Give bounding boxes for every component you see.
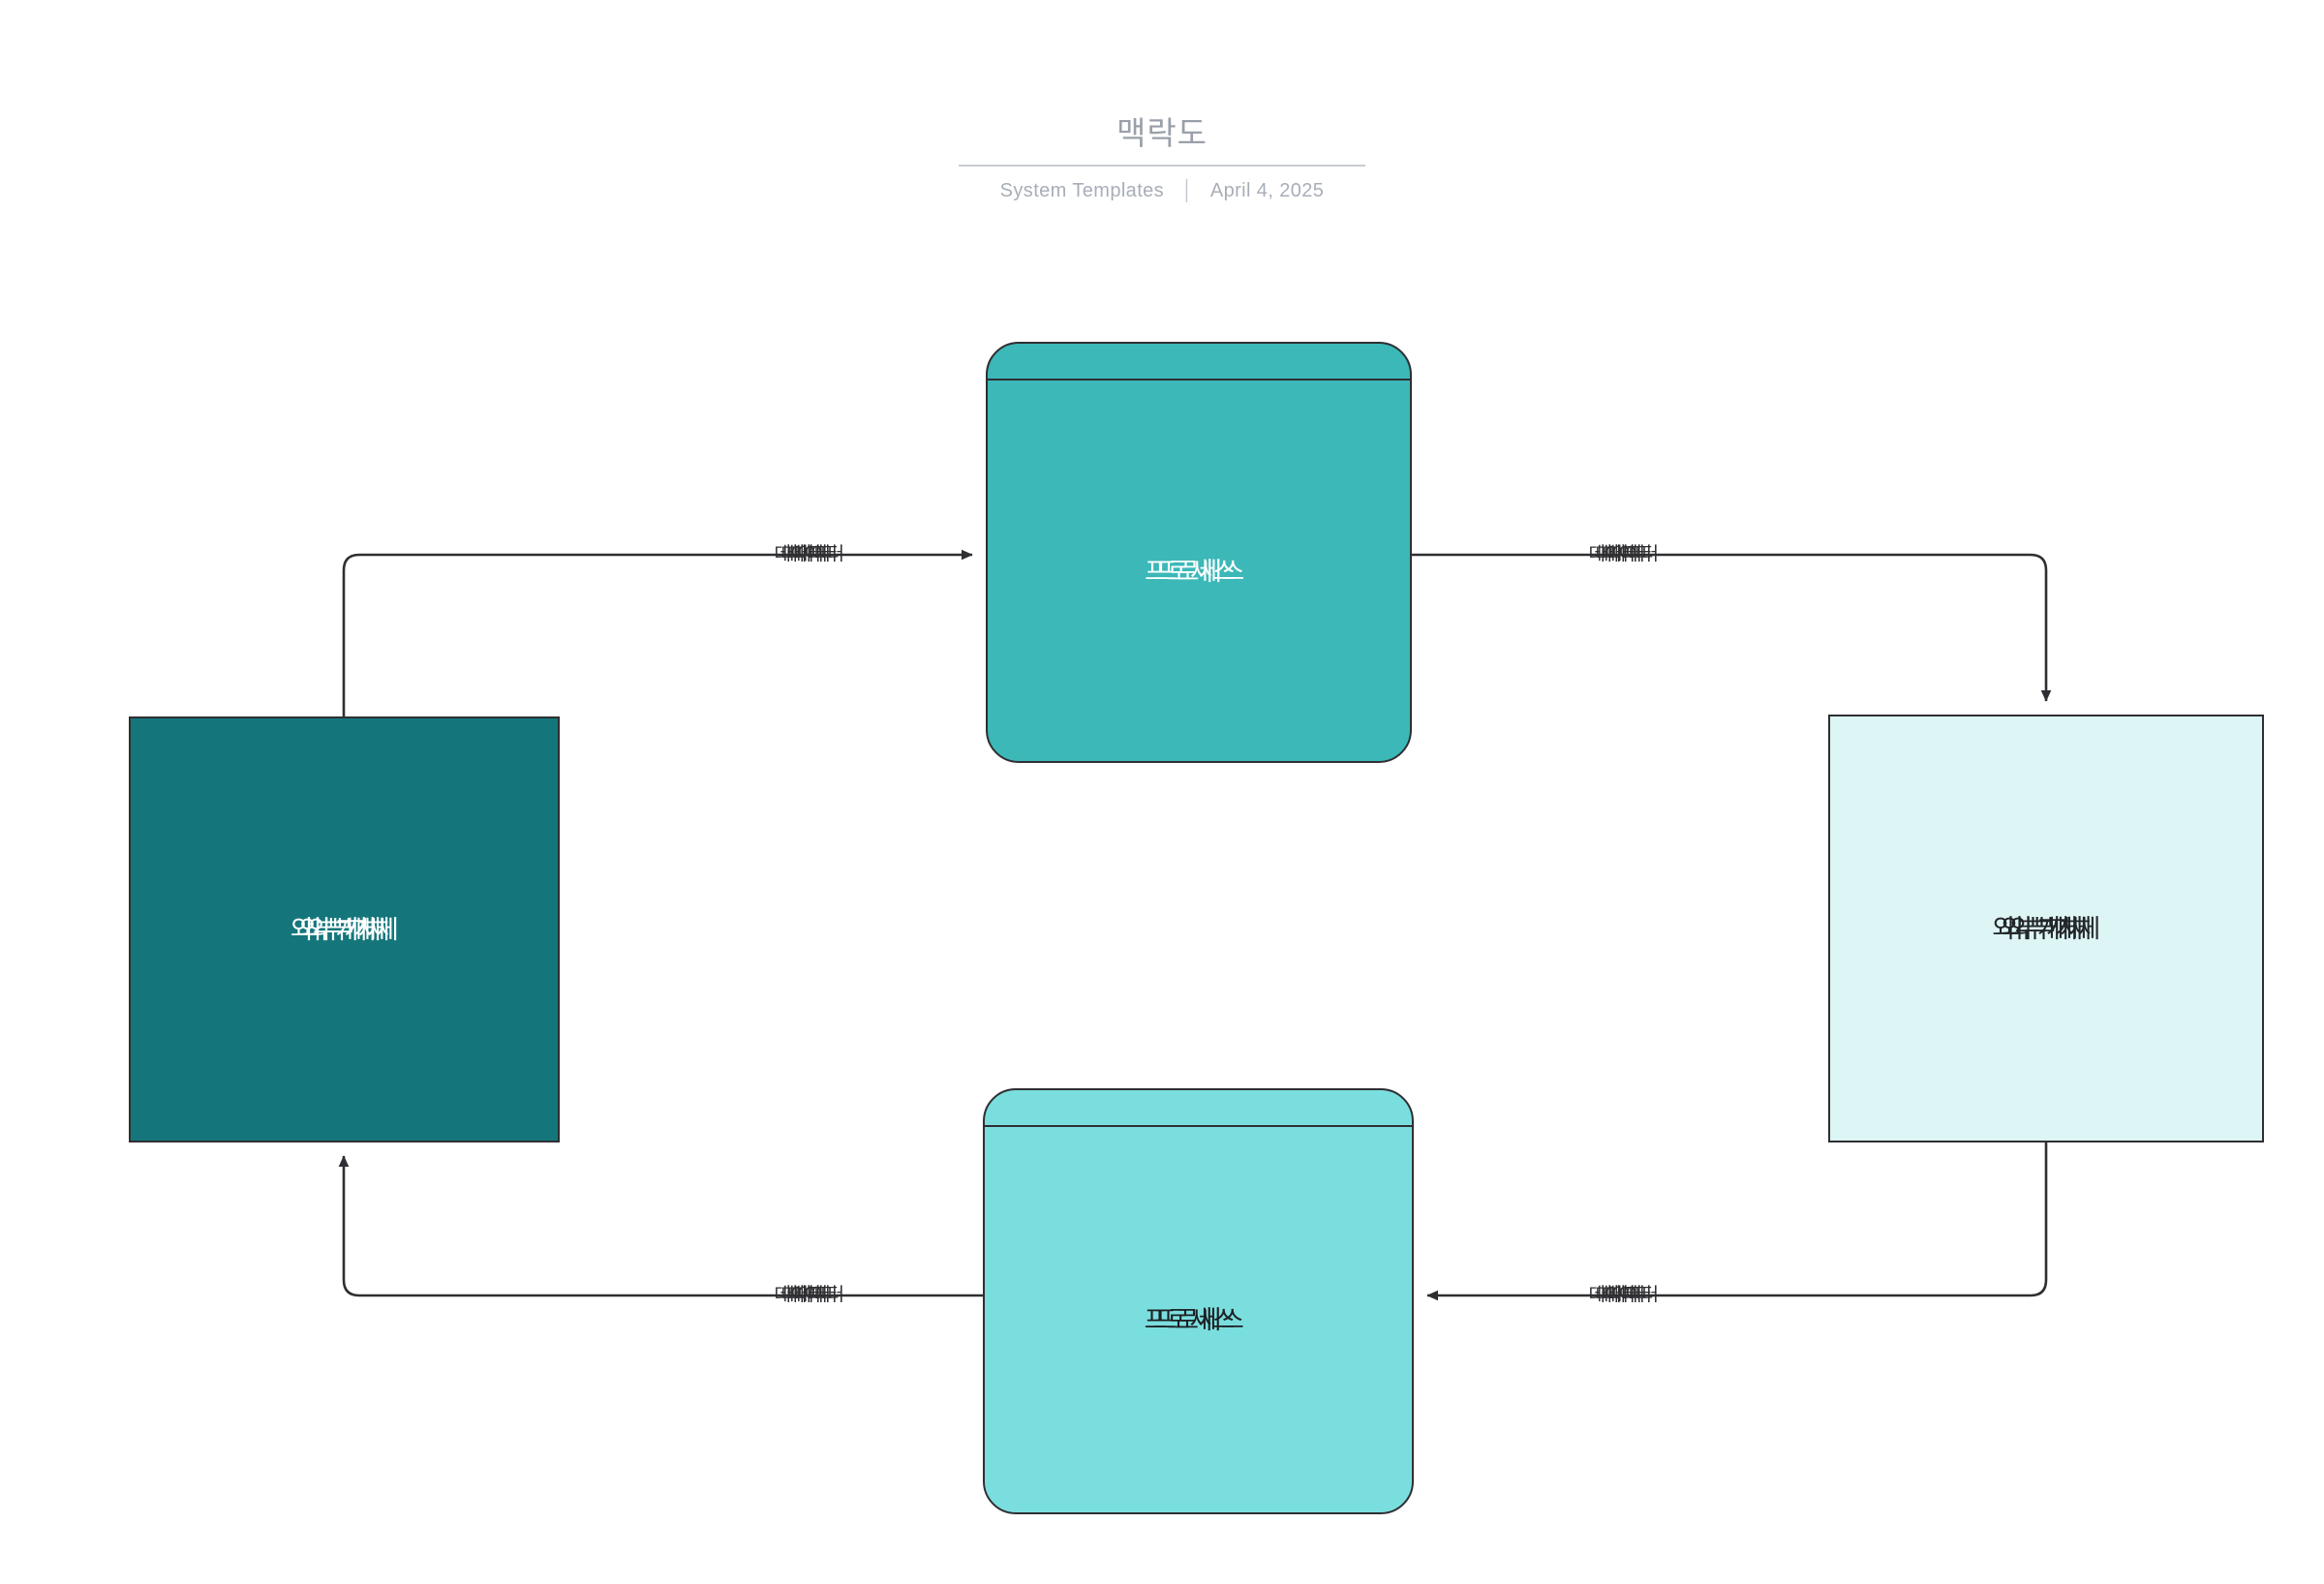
label-layer-offset2: 데이터 — [794, 544, 844, 564]
external-entity-left-label: 외부개체 외부개체 외부개체 — [290, 915, 399, 944]
label-layer-back: 외부개체 — [1992, 914, 2083, 943]
external-entity-right[interactable]: 외부개체 외부개체 외부개체 — [1828, 715, 2264, 1142]
label-layer-front: 데이터 — [1595, 1285, 1645, 1305]
process-top-body: 프로세스 프로세스 — [988, 381, 1410, 761]
label-layer-front: 프로세스 — [1153, 556, 1244, 586]
label-layer-offset: 데이터 — [787, 544, 838, 564]
label-layer-offset2: 데이터 — [1608, 1285, 1659, 1305]
label-layer-front: 외부개체 — [298, 915, 390, 944]
external-entity-right-label: 외부개체 외부개체 외부개체 — [1992, 914, 2100, 943]
label-layer-front: 외부개체 — [2001, 914, 2092, 943]
subtitle-date: April 4, 2025 — [1209, 180, 1325, 201]
process-bottom-label: 프로세스 프로세스 — [1145, 1305, 1244, 1334]
process-bottom[interactable]: 프로세스 프로세스 — [983, 1088, 1414, 1514]
label-layer-back: 프로세스 — [1145, 556, 1236, 586]
connector-top-process-to-right-entity — [1412, 553, 2052, 702]
document-header: 맥락도 System Templates │ April 4, 2025 — [0, 114, 2324, 202]
connector-left-entity-to-top-process — [342, 549, 973, 716]
edge-label-left-to-top-process: 데이터 데이터 데이터 데이터 — [775, 544, 844, 565]
title-divider — [959, 165, 1365, 167]
document-subtitle: System Templates │ April 4, 2025 — [0, 180, 2324, 202]
process-bottom-body: 프로세스 프로세스 — [985, 1127, 1412, 1512]
label-layer-front: 프로세스 — [1152, 1305, 1244, 1334]
process-bottom-header-band — [985, 1090, 1412, 1127]
label-layer-back: 데이터 — [1588, 1285, 1638, 1305]
label-layer-offset: 외부개체 — [307, 915, 399, 944]
label-layer-offset: 데이터 — [1602, 1285, 1652, 1305]
external-entity-left[interactable]: 외부개체 외부개체 외부개체 — [129, 716, 560, 1142]
edge-label-bottom-process-to-left: 데이터 데이터 데이터 데이터 — [775, 1285, 844, 1306]
label-layer-back: 데이터 — [1588, 544, 1638, 564]
label-layer-offset: 외부개체 — [2009, 914, 2100, 943]
edge-label-top-process-to-right: 데이터 데이터 데이터 데이터 — [1589, 544, 1659, 565]
label-layer-offset: 데이터 — [1602, 544, 1652, 564]
edge-label-right-to-bottom-process: 데이터 데이터 데이터 데이터 — [1589, 1285, 1659, 1306]
label-layer-front: 데이터 — [780, 544, 831, 564]
label-layer-offset2: 데이터 — [1608, 544, 1659, 564]
process-top-header-band — [988, 344, 1410, 381]
label-layer-offset2: 데이터 — [794, 1285, 844, 1305]
label-layer-back: 데이터 — [774, 544, 824, 564]
connector-right-entity-to-bottom-process — [1426, 1142, 2048, 1301]
label-layer-back: 데이터 — [774, 1285, 824, 1305]
subtitle-separator: │ — [1181, 180, 1194, 201]
label-layer-front: 데이터 — [1595, 544, 1645, 564]
label-layer-back: 프로세스 — [1144, 1305, 1236, 1334]
label-layer-back: 외부개체 — [290, 915, 382, 944]
label-layer-offset: 데이터 — [787, 1285, 838, 1305]
page-title: 맥락도 — [1116, 115, 1208, 151]
label-layer-front: 데이터 — [780, 1285, 831, 1305]
process-top-label: 프로세스 프로세스 — [1145, 556, 1244, 586]
subtitle-collection: System Templates — [999, 180, 1165, 201]
process-top[interactable]: 프로세스 프로세스 — [986, 342, 1412, 763]
connector-bottom-process-to-left-entity — [338, 1155, 983, 1297]
